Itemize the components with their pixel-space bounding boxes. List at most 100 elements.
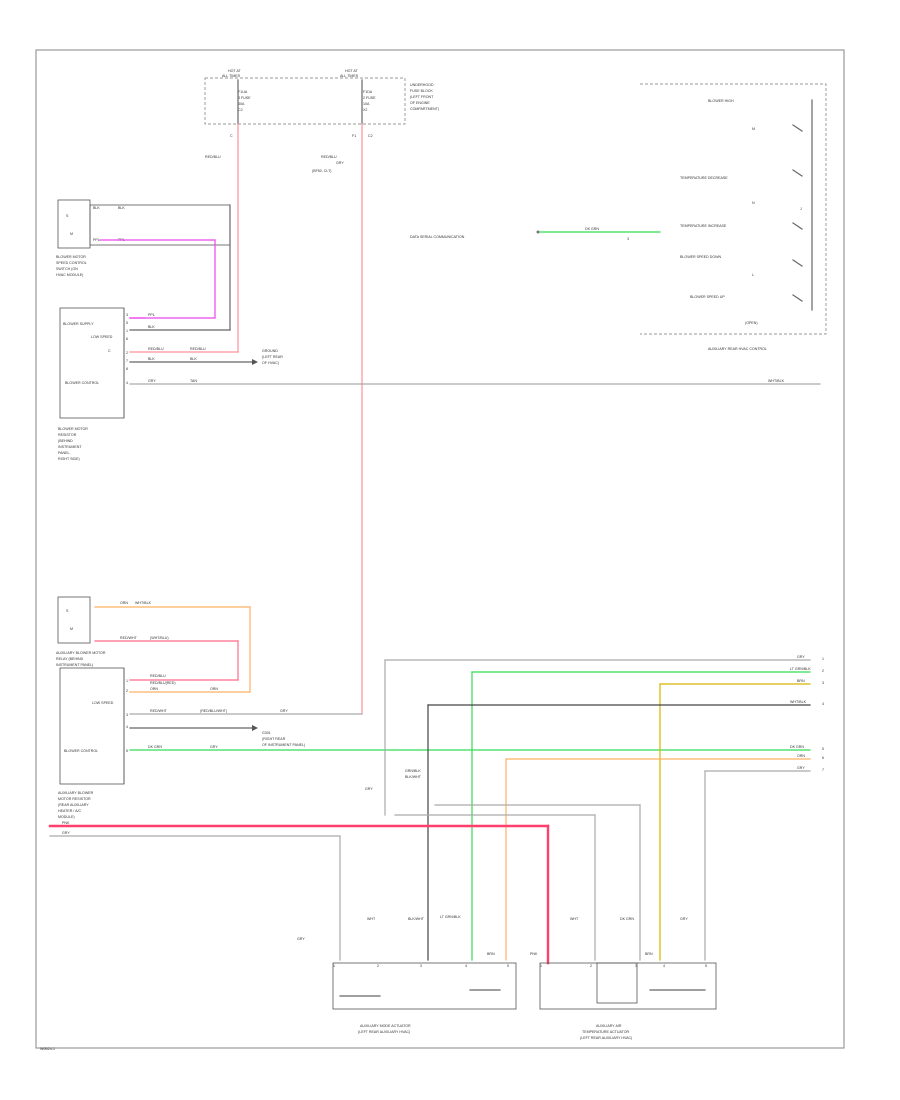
actuator2-wire-4: GRY [680, 917, 688, 921]
actuator1-wire-5: BRN [487, 952, 495, 956]
actuator2-label-3: (LEFT REAR AUXILIARY HVAC) [580, 1036, 632, 1040]
right-pin-2: 2 [822, 669, 824, 673]
aux-entry-2: TEMPERATURE DECREASE [680, 176, 728, 180]
aux-switch-5 [792, 294, 803, 302]
mod1-pin-7: 8 [126, 367, 128, 371]
mod2-wires-mid-1a: RED/BLU [150, 674, 166, 678]
bottom-left-1: PNK [62, 821, 70, 825]
aux-relay-box [57, 596, 91, 644]
actuator1-box [332, 962, 517, 1010]
right-pin-5: 5 [822, 747, 824, 751]
fuse-left-row1: F1UA [238, 90, 248, 94]
mod2-switch-label-1: AUXILIARY BLOWER MOTOR [56, 651, 106, 655]
fuse-right-row4: X2 [363, 108, 367, 112]
actuator2-inner-box [596, 962, 638, 1004]
mod2-pin-label-3: GRY [280, 709, 288, 713]
fuse-right-row3: 10A [363, 102, 370, 106]
mod2-ground-1: G301 [262, 731, 271, 735]
mod1-switch-label-1: BLOWER MOTOR [56, 255, 86, 259]
mod2-label-2: MOTOR RESISTOR [58, 797, 91, 801]
aux-relay-symbol-2: M [70, 627, 73, 631]
mod1-label-4: INSTRUMENT [58, 445, 82, 449]
fuse-left-pin: C [230, 134, 233, 138]
fuse-right-line1: HOT AT [345, 69, 358, 73]
mod2-label-5: MODULE) [58, 815, 75, 819]
actuator1-wire-3: BLK/WHT [408, 917, 425, 921]
mod2-pin-1: 1 [126, 679, 128, 683]
mod1-label-3: (BEHIND [58, 439, 73, 443]
aux-control-outline [640, 83, 827, 335]
mod2-wire-out-2: GRY [210, 745, 218, 749]
mod1-left-label-1: BLOWER SUPPLY [63, 322, 94, 326]
mod1-wire-col-2: BLK [118, 206, 125, 210]
blower-switch-box [57, 199, 91, 249]
actuator1-pin-1: 1 [333, 964, 335, 968]
mod1-wire-pin-2: PPL [93, 238, 100, 242]
aux-switch-3 [792, 222, 803, 230]
actuator2-label-1: AUXILIARY AIR [596, 1024, 622, 1028]
fuse-block-label-5: COMPARTMENT) [410, 107, 439, 111]
bottom-wire-1: GRY [365, 787, 373, 791]
right-wire-3: BRN [797, 679, 805, 683]
aux-val-3: L [752, 273, 754, 277]
fuse-right-line2: ALL TIMES [340, 74, 359, 78]
right-pin-3: 3 [822, 681, 824, 685]
aux-blower-module: S M ORN WHT/BLK RED/WHT (WHT/BLU) AUXILI… [56, 596, 811, 819]
mod1-switch-label-2: SPEED CONTROL [56, 261, 87, 265]
bottom-left-2: GRY [62, 831, 70, 835]
fuse-right-pin-a: F1 [352, 134, 356, 138]
aux-entry-5: BLOWER SPEED UP [690, 295, 725, 299]
actuator2-wire-3: DK GRN [620, 917, 634, 921]
aux-val-1: M [752, 127, 755, 131]
aux-data-pin [536, 230, 540, 234]
blower-switch-symbol-2: M [70, 232, 73, 236]
mod1-pin-c: C [108, 349, 111, 353]
actuator2-pin-4: 4 [663, 964, 665, 968]
aux-entry-3: TEMPERATURE INCREASE [680, 224, 727, 228]
mod2-ground-3: OF INSTRUMENT PANEL) [262, 743, 305, 747]
mod1-wire-col-4: BLK [190, 357, 197, 361]
actuator2-pin-3: 3 [635, 964, 637, 968]
actuator1-label-2: (LEFT REAR AUXILIARY HVAC) [358, 1030, 410, 1034]
mod2-pin-3: 3 [126, 713, 128, 717]
mod1-pin-2: 5 [126, 321, 128, 325]
fuse-right-wire-b: GRY [336, 161, 344, 165]
mod1-wire-pin-6: BLK [148, 357, 155, 361]
actuator2-pin-1: 1 [540, 964, 542, 968]
mod1-label-5: PANEL, [58, 451, 71, 455]
mod1-ground-1: GROUND [262, 349, 278, 353]
mod2-left-label-2: BLOWER CONTROL [64, 749, 98, 753]
aux-resistor-box [59, 667, 125, 785]
aux-entry-4: BLOWER SPEED DOWN [680, 255, 722, 259]
mod2-pin-4: 4 [126, 725, 128, 729]
blower-relay-box [89, 204, 231, 246]
mod1-label-2: RESISTOR [58, 433, 77, 437]
fuse-left-row4: C2 [238, 108, 243, 112]
mod2-label-4: HEATER / A/C [58, 809, 82, 813]
mod1-label-1: BLOWER MOTOR [58, 427, 88, 431]
mod1-pin-8: 4 [126, 381, 128, 385]
actuator1-pin-3: 3 [420, 964, 422, 968]
actuator2-box [539, 962, 717, 1010]
aux-control-title: AUXILIARY REAR HVAC CONTROL [708, 347, 767, 351]
aux-val-2: N [752, 201, 755, 205]
mod2-top-wire-2a: RED/WHT [120, 636, 138, 640]
mod1-wire-out: WHT/BLK [768, 379, 785, 383]
mod1-wire-col-3: RED/BLU [190, 347, 206, 351]
diagram-frame [35, 49, 845, 1049]
actuator2-pin-5: 5 [705, 964, 707, 968]
mod2-pin-label-2: (RED/BLU/WHT) [200, 709, 227, 713]
right-pin-1: 1 [822, 657, 824, 661]
mod2-label-1: AUXILIARY BLOWER [58, 791, 94, 795]
fuse-left-row2: 3 FUSE [238, 96, 251, 100]
actuator1-pin-2: 2 [377, 964, 379, 968]
mod1-pin-4: 6 [126, 337, 128, 341]
right-bus-wires: GRY LT GRN/BLK BRN WHT/BLK DK GRN ORN GR… [365, 655, 824, 961]
mod1-ground-3: OF HVAC) [262, 361, 279, 365]
fuse-right-wire-c: (BF50, CLT) [312, 169, 332, 173]
mod1-pin-3: 1 [126, 329, 128, 333]
fuse-block-group: HOT AT ALL TIMES F1UA 3 FUSE 30A C2 HOT … [204, 69, 439, 173]
actuator1-wire-2: WHT [367, 917, 376, 921]
right-wire-7: GRY [797, 766, 805, 770]
